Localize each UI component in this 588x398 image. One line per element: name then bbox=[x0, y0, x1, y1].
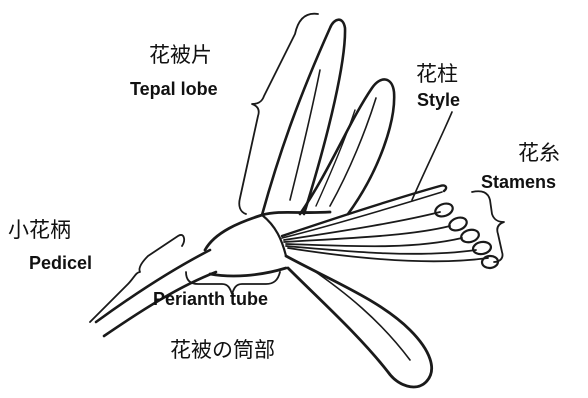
style-label-en: Style bbox=[417, 90, 460, 111]
lower-tepal-drawing bbox=[286, 256, 432, 387]
perianth-tube-label-en: Perianth tube bbox=[153, 289, 268, 310]
stamens-label-ja: 花糸 bbox=[518, 137, 560, 167]
tepal-lobe-drawing bbox=[262, 20, 394, 215]
stamens-label-en: Stamens bbox=[481, 172, 556, 193]
pedicel-label-ja: 小花柄 bbox=[8, 214, 71, 244]
tepal-lobe-label-ja: 花被片 bbox=[149, 39, 212, 69]
style-label-ja: 花柱 bbox=[416, 58, 458, 88]
tepal-lobe-bracket bbox=[239, 14, 318, 214]
tepal-lobe-label-en: Tepal lobe bbox=[130, 79, 218, 100]
pedicel-label-en: Pedicel bbox=[29, 253, 92, 274]
perianth-tube-label-ja: 花被の筒部 bbox=[170, 334, 275, 364]
